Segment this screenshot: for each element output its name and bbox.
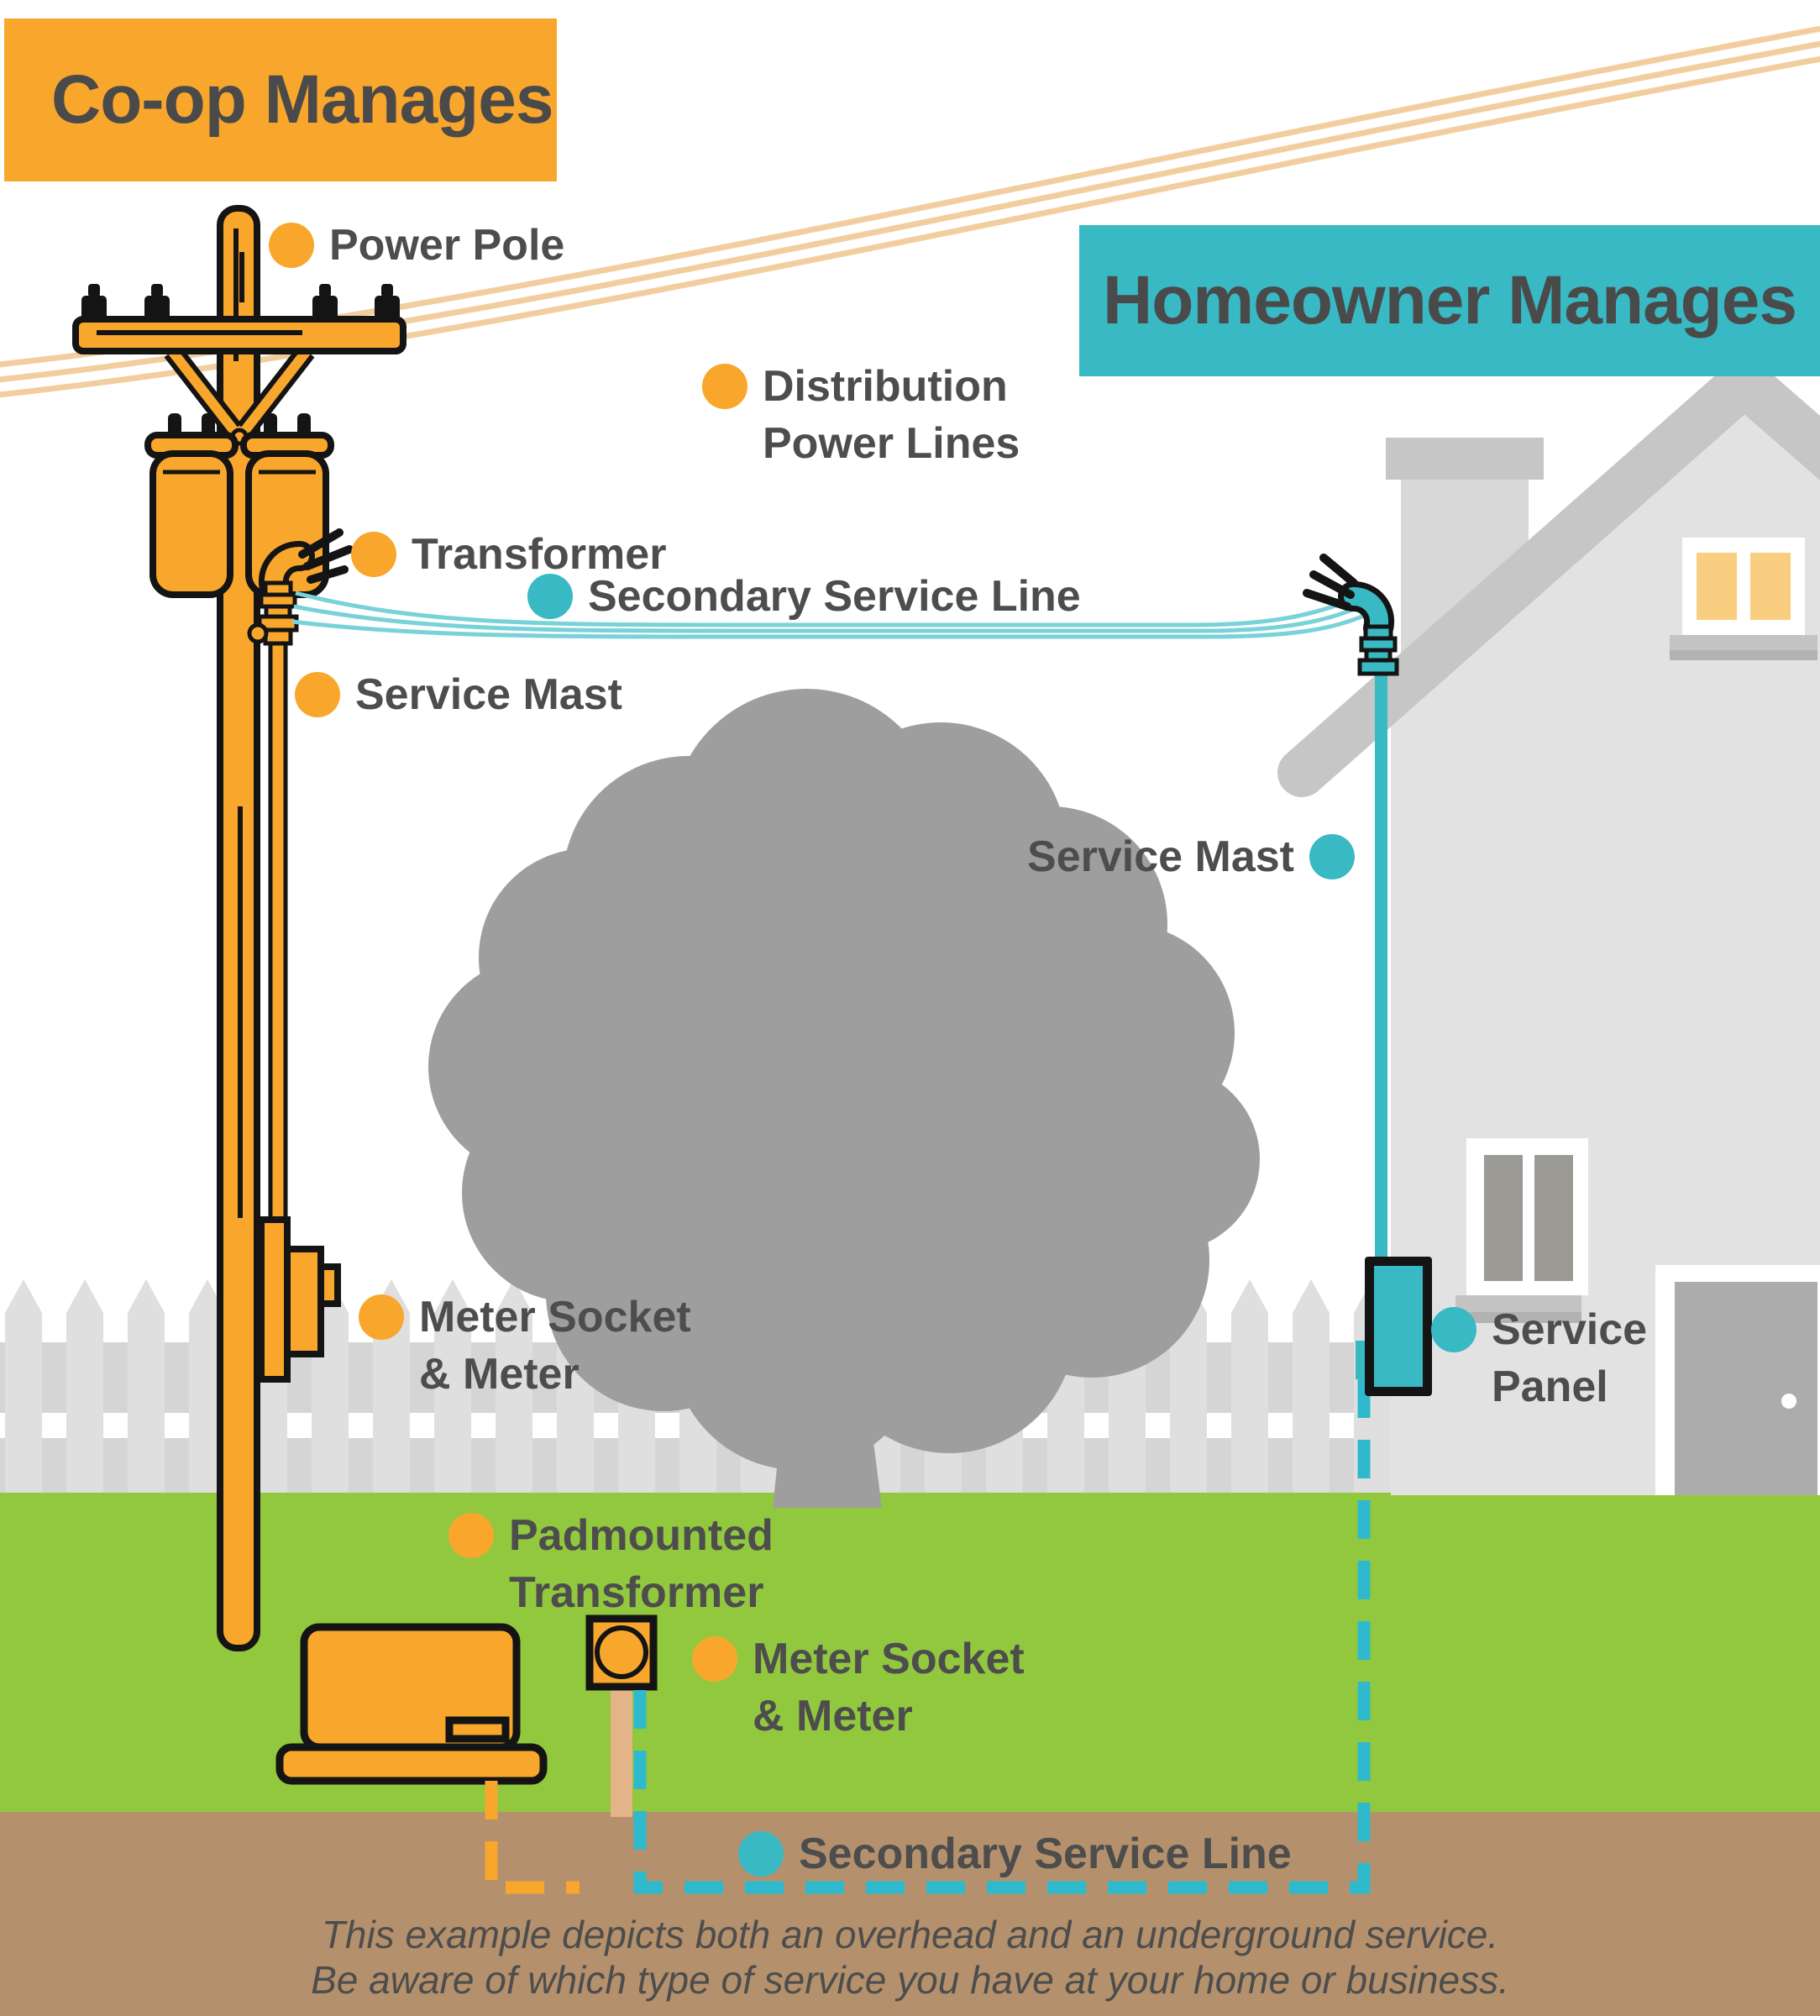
label-service-panel: Service Panel	[1431, 1301, 1647, 1415]
label-meter-socket-pole: Meter Socket & Meter	[359, 1289, 691, 1403]
label-padmounted-transformer: Padmounted Transformer	[448, 1507, 774, 1621]
underground-coop-line	[485, 1781, 580, 1894]
coop-manages-banner-text: Co-op Manages	[51, 61, 553, 138]
pole-weatherhead-icon	[247, 528, 354, 646]
service-panel-icon	[1356, 1257, 1432, 1396]
power-pole-illustration	[72, 205, 406, 1651]
footer-note: This example depicts both an overhead an…	[0, 1912, 1820, 2003]
distribution-bullet-icon	[702, 364, 747, 409]
label-service-mast-coop: Service Mast	[295, 666, 622, 723]
label-power-pole: Power Pole	[269, 217, 564, 274]
house-service-mast-line	[1375, 669, 1387, 1262]
overhead-secondary-wires-icon	[291, 591, 1367, 639]
transformer-icons	[144, 413, 334, 598]
service-mast-conduit	[268, 641, 288, 1226]
label-service-mast-homeowner: Service Mast	[1027, 828, 1355, 885]
padmounted-transformer-icon	[275, 1623, 548, 1785]
ground-meter-pedestal-icon	[585, 1614, 658, 1817]
power-pole-bullet-icon	[269, 223, 314, 268]
gable-window	[1670, 538, 1817, 660]
soil	[0, 1812, 1820, 2016]
lower-window	[1455, 1138, 1588, 1323]
house-illustration	[1277, 358, 1820, 1495]
label-secondary-service-line-underground: Secondary Service Line	[738, 1825, 1292, 1882]
insulator-icons	[81, 284, 400, 321]
house-service-mast-illustration	[1303, 554, 1399, 1262]
secondary-underground-bullet-icon	[738, 1831, 784, 1877]
meter-pole-bullet-icon	[359, 1294, 404, 1340]
label-meter-socket-ground: Meter Socket & Meter	[692, 1630, 1025, 1745]
label-distribution-power-lines: Distribution Power Lines	[702, 358, 1020, 472]
coop-manages-banner: Co-op Manages	[4, 18, 557, 181]
house-weatherhead-icon	[1303, 554, 1399, 676]
service-mast-coop-bullet-icon	[295, 672, 340, 717]
homeowner-manages-banner: Homeowner Manages	[1079, 225, 1820, 376]
crossarm-braces	[164, 344, 315, 446]
padmounted-bullet-icon	[448, 1513, 494, 1558]
door	[1655, 1265, 1820, 1495]
roof	[1277, 358, 1820, 797]
meter-ground-bullet-icon	[692, 1636, 737, 1682]
footer-note-line2: Be aware of which type of service you ha…	[311, 1958, 1509, 2002]
homeowner-manages-banner-text: Homeowner Manages	[1103, 262, 1797, 339]
secondary-overhead-bullet-icon	[527, 574, 573, 619]
footer-note-line1: This example depicts both an overhead an…	[321, 1913, 1499, 1956]
label-secondary-service-line-overhead: Secondary Service Line	[527, 568, 1081, 625]
service-panel-bullet-icon	[1431, 1307, 1476, 1352]
label-transformer: Transformer	[351, 526, 666, 583]
transformer-bullet-icon	[351, 532, 396, 577]
pole-meter-socket-icon	[258, 1216, 341, 1383]
underground-homeowner-line	[633, 1376, 1371, 1894]
service-mast-homeowner-bullet-icon	[1309, 834, 1355, 879]
tree	[428, 689, 1260, 1508]
